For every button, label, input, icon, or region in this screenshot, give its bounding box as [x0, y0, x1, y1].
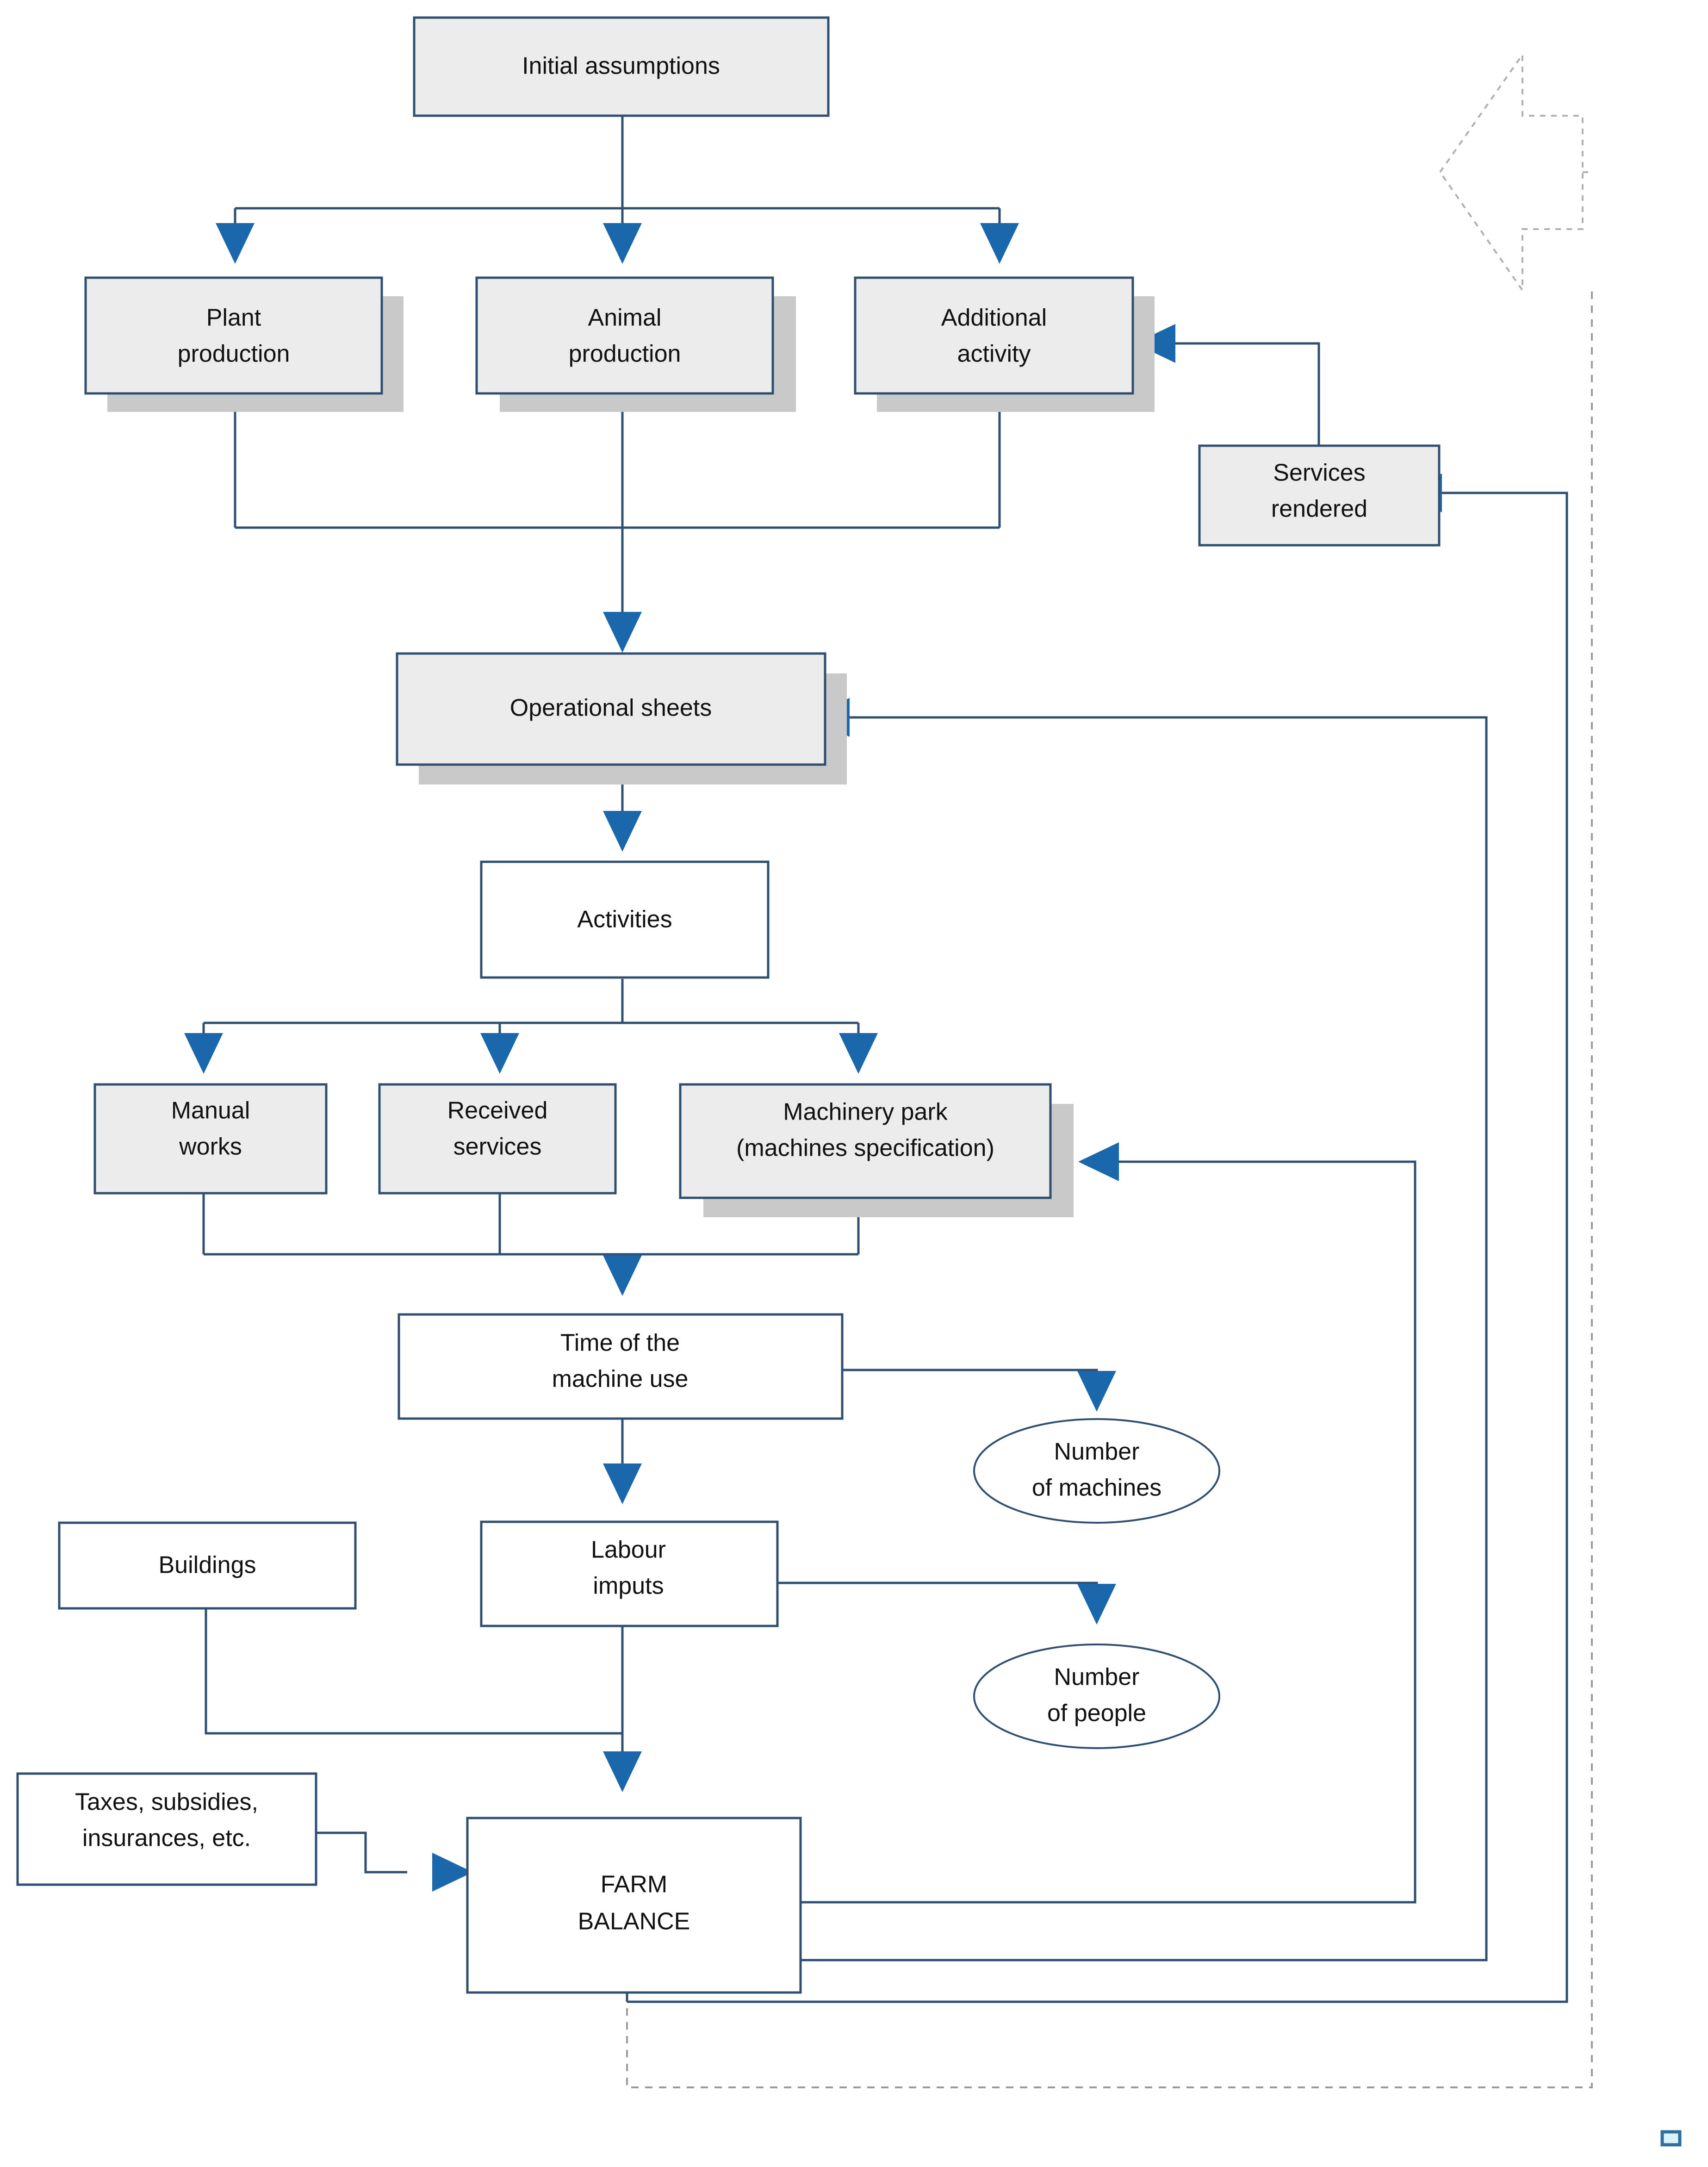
node-time-of-machine-use[interactable]: Time of the machine use — [397, 1313, 844, 1420]
node-label-plant-production-line1: Plant — [206, 305, 261, 331]
arrow-to-plant-production — [216, 223, 255, 264]
arrow-to-number-of-machines — [1077, 1371, 1116, 1412]
node-services-rendered[interactable]: Services rendered — [1198, 444, 1441, 547]
node-label-labour-line1: Labour — [591, 1537, 666, 1563]
node-label-activities: Activities — [577, 906, 672, 933]
node-label-animal-production-line1: Animal — [588, 305, 662, 331]
node-operational-sheets[interactable]: Operational sheets — [396, 652, 847, 785]
node-label-manual-works-line2: works — [179, 1133, 242, 1160]
arrow-to-farm-balance — [603, 1751, 642, 1792]
node-additional-activity[interactable]: Additional activity — [854, 276, 1155, 412]
node-label-labour-line2: imputs — [593, 1573, 664, 1600]
node-label-machinery-park-line1: Machinery park — [783, 1099, 948, 1126]
node-activities[interactable]: Activities — [480, 860, 770, 979]
node-label-operational-sheets: Operational sheets — [510, 695, 712, 722]
node-label-number-machines-line2: of machines — [1032, 1475, 1161, 1501]
node-label-received-services-line2: services — [453, 1133, 542, 1160]
node-label-taxes-line1: Taxes, subsidies, — [75, 1789, 258, 1816]
node-received-services[interactable]: Received services — [378, 1083, 617, 1195]
arrow-to-number-of-people — [1077, 1584, 1116, 1625]
arrow-to-received-services — [480, 1033, 519, 1074]
arrow-to-additional-activity — [980, 223, 1019, 264]
node-label-initial-assumptions: Initial assumptions — [522, 53, 720, 80]
node-label-animal-production-line2: production — [569, 341, 681, 367]
arrow-to-operational-sheets — [603, 612, 642, 653]
arrow-to-labour-imputs — [603, 1463, 642, 1504]
node-label-additional-activity-line1: Additional — [941, 305, 1047, 331]
corner-rectangle-icon — [1660, 2130, 1682, 2147]
node-number-of-people[interactable]: Number of people — [973, 1644, 1220, 1749]
node-label-number-people-line2: of people — [1047, 1700, 1146, 1727]
node-label-time-machine-line2: machine use — [552, 1366, 689, 1393]
node-label-manual-works-line1: Manual — [171, 1097, 250, 1124]
dashed-block-arrow-icon — [1439, 51, 1592, 293]
node-label-farm-balance-line1: FARM — [601, 1871, 667, 1898]
node-label-additional-activity-line2: activity — [957, 341, 1031, 367]
node-label-farm-balance-line2: BALANCE — [578, 1908, 690, 1935]
arrow-to-time-of-machine-use — [603, 1255, 642, 1296]
arrow-to-machinery-park-feedback — [1078, 1142, 1119, 1181]
outer-dashed-feedback-loop — [626, 292, 1593, 2088]
node-buildings[interactable]: Buildings — [58, 1521, 357, 1610]
node-number-of-machines[interactable]: Number of machines — [973, 1418, 1220, 1524]
node-manual-works[interactable]: Manual works — [93, 1083, 328, 1195]
node-label-buildings: Buildings — [158, 1552, 256, 1579]
node-animal-production[interactable]: Animal production — [475, 276, 796, 412]
arrow-to-activities — [603, 811, 642, 852]
node-label-plant-production-line2: production — [178, 341, 290, 367]
node-label-services-rendered-line2: rendered — [1271, 496, 1367, 523]
node-label-number-people-line1: Number — [1054, 1664, 1140, 1691]
node-labour-imputs[interactable]: Labour imputs — [480, 1520, 779, 1627]
node-label-time-machine-line1: Time of the — [560, 1330, 680, 1357]
node-label-received-services-line1: Received — [447, 1097, 548, 1124]
arrow-to-machinery-park — [839, 1033, 878, 1074]
node-machinery-park[interactable]: Machinery park (machines specification) — [679, 1083, 1074, 1217]
node-taxes-subsidies[interactable]: Taxes, subsidies, insurances, etc. — [16, 1772, 317, 1886]
node-initial-assumptions[interactable]: Initial assumptions — [413, 16, 830, 117]
arrow-to-manual-works — [184, 1033, 223, 1074]
node-label-number-machines-line1: Number — [1054, 1438, 1140, 1465]
node-farm-balance[interactable]: FARM BALANCE — [466, 1817, 802, 1994]
arrow-to-animal-production — [603, 223, 642, 264]
node-label-services-rendered-line1: Services — [1273, 460, 1365, 486]
node-label-taxes-line2: insurances, etc. — [82, 1825, 251, 1852]
node-plant-production[interactable]: Plant production — [84, 276, 404, 412]
node-label-machinery-park-line2: (machines specification) — [736, 1135, 994, 1162]
